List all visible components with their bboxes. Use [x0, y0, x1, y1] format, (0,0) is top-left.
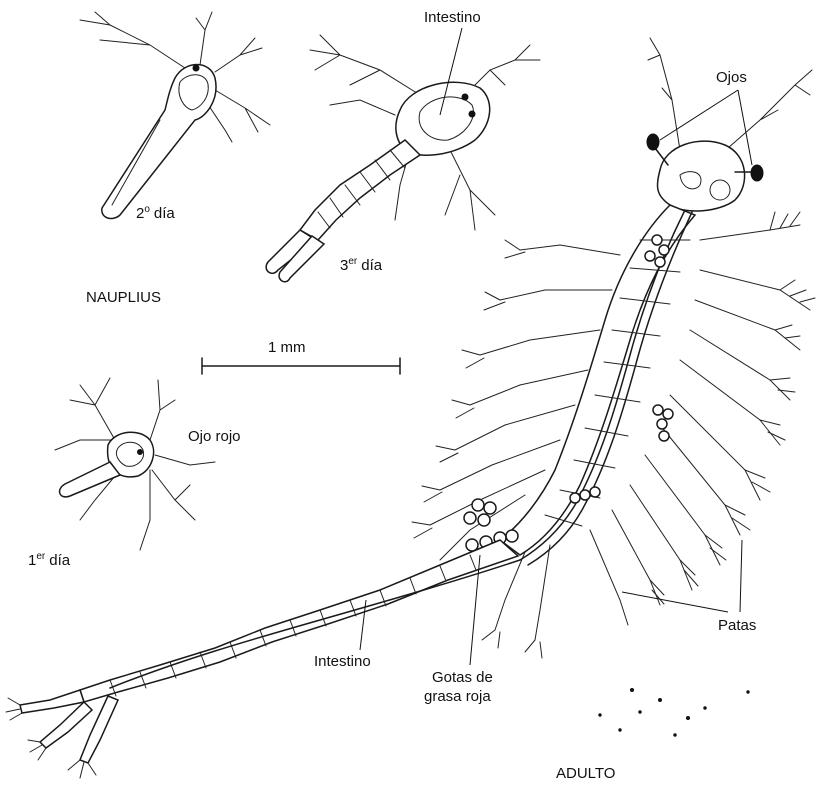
scale-label: 1 mm [268, 339, 306, 356]
ojos-leader-right [738, 90, 752, 165]
gotas-label-line1: Gotas de [432, 669, 493, 686]
gotas-label-line2: grasa roja [424, 688, 491, 705]
patas-leader-left [622, 592, 728, 612]
intestino-bottom-label: Intestino [314, 653, 371, 670]
scale-bar [202, 358, 400, 374]
nauplius-day2-figure [80, 12, 270, 219]
adulto-label: ADULTO [556, 765, 615, 782]
patas-leader-right [740, 540, 742, 612]
intestino-top-label: Intestino [424, 9, 481, 26]
nauplius-day3-figure [266, 35, 540, 282]
patas-label: Patas [718, 617, 756, 634]
nauplius-day1-figure [55, 378, 215, 550]
nauplius-label: NAUPLIUS [86, 289, 161, 306]
ojo-rojo-label: Ojo rojo [188, 428, 241, 445]
ojos-label: Ojos [716, 69, 747, 86]
